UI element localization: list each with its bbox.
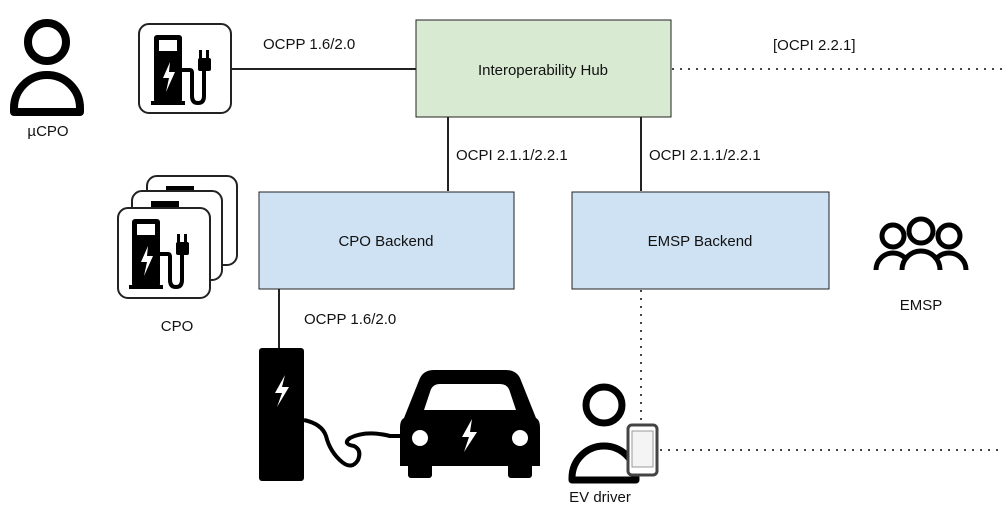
electric-car-icon	[400, 370, 540, 478]
cpo-backend-label: CPO Backend	[338, 233, 433, 250]
protocol-ucpo-hub: OCPP 1.6/2.0	[263, 36, 355, 53]
phone-icon	[626, 423, 659, 477]
cpo-caption: CPO	[161, 318, 194, 335]
emsp-backend-box: EMSP Backend	[571, 191, 830, 290]
emsp-caption: EMSP	[900, 297, 943, 314]
hub-box: Interoperability Hub	[415, 19, 672, 118]
charging-station-stack-icon	[117, 175, 238, 299]
connectors	[232, 68, 642, 348]
cpo-backend-box: CPO Backend	[258, 191, 515, 290]
person-icon	[10, 19, 84, 116]
protocol-hub-external: [OCPI 2.2.1]	[773, 37, 856, 54]
ev-driver-caption: EV driver	[569, 489, 631, 506]
protocol-hub-emsp: OCPI 2.1.1/2.2.1	[649, 147, 761, 164]
hub-label: Interoperability Hub	[478, 62, 608, 79]
protocol-cpo-charger: OCPP 1.6/2.0	[304, 311, 396, 328]
charging-pile-icon	[259, 348, 304, 481]
group-icon	[873, 216, 969, 271]
protocol-hub-cpo: OCPI 2.1.1/2.2.1	[456, 147, 568, 164]
dotted-connectors	[640, 68, 1003, 451]
emsp-backend-label: EMSP Backend	[648, 233, 753, 250]
charging-cable	[303, 418, 400, 468]
ev-driver-person-icon	[568, 383, 640, 484]
charging-station-icon	[138, 23, 232, 114]
ucpo-caption: µCPO	[27, 123, 68, 140]
